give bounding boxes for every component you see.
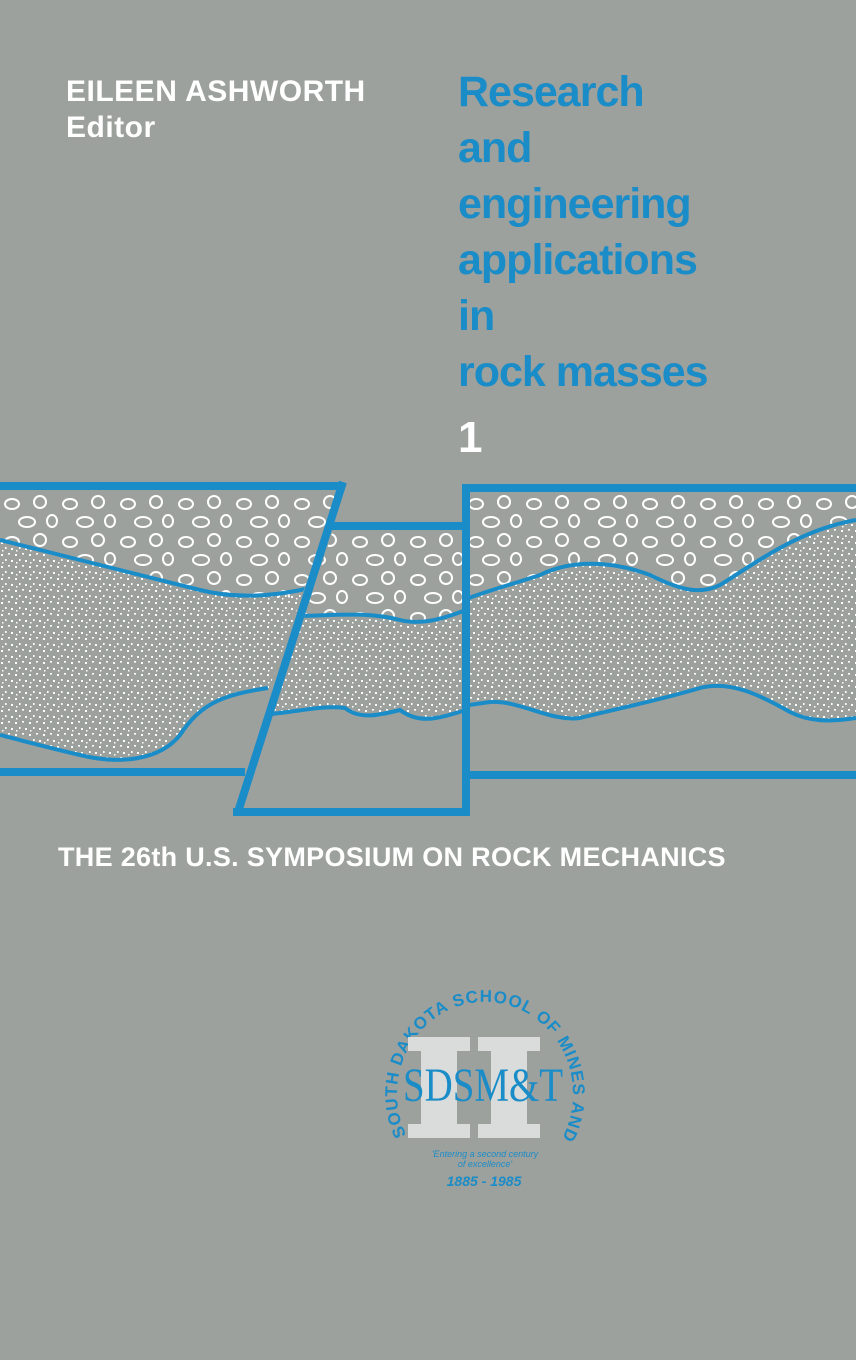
middle-rock-block	[259, 530, 466, 721]
author-role: Editor	[66, 111, 156, 144]
title-line: and	[458, 124, 532, 172]
volume-number: 1	[458, 413, 483, 462]
right-rock-block	[469, 494, 856, 723]
title-line: rock masses	[458, 348, 709, 396]
author-block: EILEEN ASHWORTH Editor	[66, 74, 366, 146]
title-line: Research	[458, 68, 645, 116]
fault-block-outlines	[0, 480, 856, 817]
book-title: Research and engineering applications in…	[458, 64, 709, 400]
symposium-title: THE 26th U.S. SYMPOSIUM ON ROCK MECHANIC…	[58, 842, 726, 872]
title-line: in	[458, 292, 495, 340]
author-name: EILEEN ASHWORTH	[66, 75, 366, 108]
left-rock-block	[0, 488, 340, 762]
title-line: applications	[458, 236, 698, 284]
title-line: engineering	[458, 180, 692, 228]
